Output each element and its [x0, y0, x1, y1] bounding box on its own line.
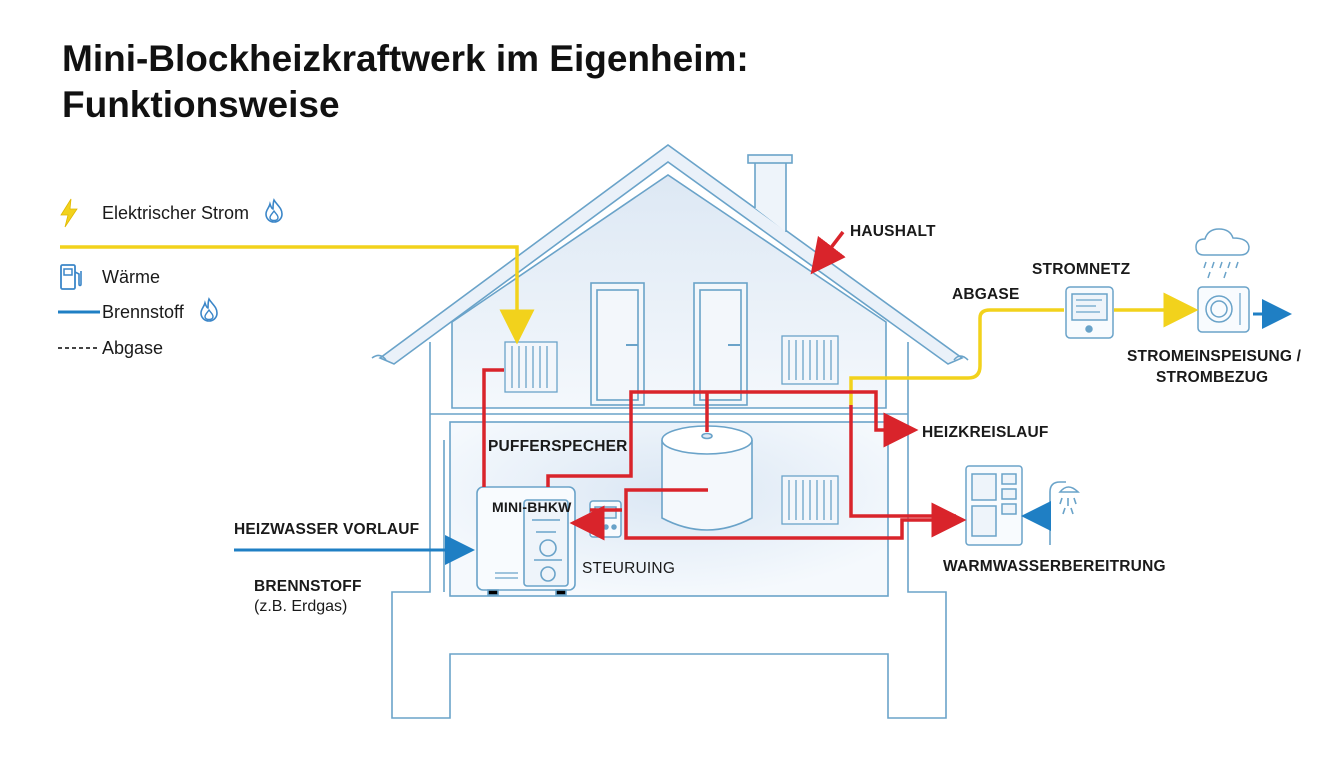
radiator-upper-left — [504, 341, 558, 393]
legend-label-strom: Elektrischer Strom — [102, 202, 250, 223]
lightning-icon — [58, 198, 102, 228]
label-einspeisung-1: STROMEINSPEISUNG / — [1127, 348, 1302, 365]
dotted-line-swatch — [58, 345, 102, 351]
flame-icon — [263, 197, 285, 229]
legend-item-waerme: Wärme — [58, 264, 160, 290]
page-title: Mini-Blockheizkraftwerk im Eigenheim: Fu… — [62, 36, 749, 128]
grid-connection-device — [1197, 286, 1250, 333]
stromnetz-meter — [1065, 286, 1114, 339]
label-erdgas: (z.B. Erdgas) — [254, 598, 348, 615]
title-line-2: Funktionsweise — [62, 84, 340, 125]
legend-item-brennstoff: Brennstoff — [58, 296, 220, 328]
label-mini-bhkw: MINI-BHKW — [492, 499, 572, 515]
brennstoff-lines — [234, 299, 1292, 565]
label-abgase: ABGASE — [952, 286, 1020, 303]
shower-icon — [1049, 481, 1080, 545]
label-einspeisung-2: STROMBEZUG — [1156, 369, 1269, 386]
label-brennstoff: BRENNSTOFF — [254, 578, 362, 595]
legend-label-abgase: Abgase — [102, 337, 164, 358]
label-steuerung: STEURUING — [582, 560, 676, 577]
fuel-pump-icon — [58, 262, 102, 292]
solid-line-swatch — [58, 309, 102, 315]
legend-item-abgase: Abgase — [58, 335, 163, 361]
legend-label-brennstoff: Brennstoff — [102, 301, 184, 322]
strom-lines — [60, 245, 1199, 405]
label-pufferspeicher: PUFFERSPECHER — [488, 438, 628, 455]
heizkreislauf-lines — [482, 230, 967, 541]
radiator-upper-right — [781, 335, 839, 385]
label-heizkreislauf: HEIZKREISLAUF — [922, 424, 1049, 441]
steuerung-panel — [589, 500, 622, 538]
buffer-tank — [661, 425, 753, 531]
mini-bhkw-unit — [476, 486, 576, 596]
legend-label-waerme: Wärme — [102, 266, 160, 287]
legend-item-strom: Elektrischer Strom — [58, 197, 285, 229]
flame-icon — [198, 296, 220, 328]
rain-cloud-icon — [1195, 228, 1250, 279]
label-warmwasser: WARMWASSERBEREITRUNG — [943, 558, 1166, 575]
radiator-lower-right — [781, 475, 839, 525]
title-line-1: Mini-Blockheizkraftwerk im Eigenheim: — [62, 38, 749, 79]
label-heizwasser: HEIZWASSER VORLAUF — [234, 521, 420, 538]
warmwasser-device — [965, 465, 1023, 546]
label-stromnetz: STROMNETZ — [1032, 261, 1131, 278]
label-haushalt: HAUSHALT — [850, 223, 936, 240]
